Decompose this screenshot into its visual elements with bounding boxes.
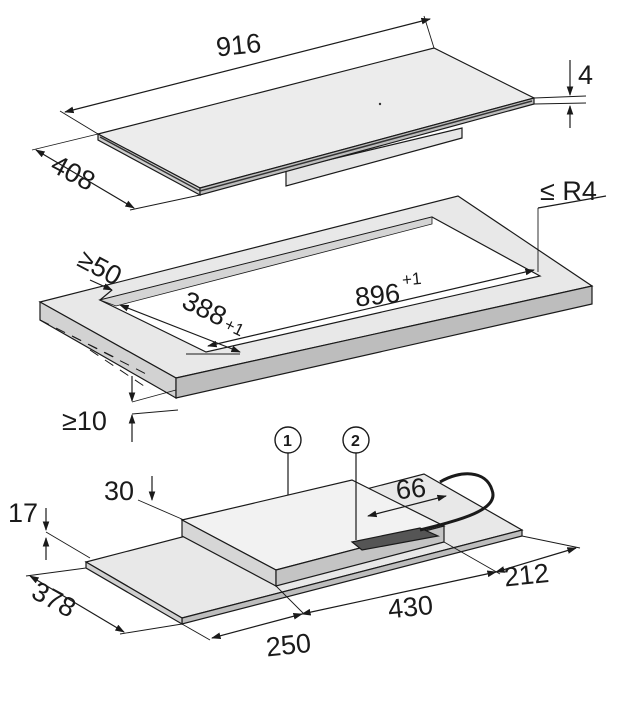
- dim-housing-height: 30: [104, 476, 134, 506]
- dim-front-offset: 250: [264, 628, 312, 663]
- callout-1: 1: [283, 433, 292, 450]
- dim-line-212: [495, 547, 577, 573]
- dim-line-250: [211, 612, 303, 640]
- dim-line-378: [29, 575, 125, 633]
- dim-cutout-length-tol: +1: [401, 269, 422, 290]
- underside-drawing: 1 2 30 17 66 378 250 430 212: [8, 426, 581, 663]
- dim-min-worktop: ≥10: [62, 406, 107, 436]
- hob-under-housing: [285, 127, 463, 187]
- connection-box: [350, 527, 441, 551]
- dim-housing-length: 430: [386, 590, 434, 625]
- dim-glass-thickness: 4: [578, 60, 593, 90]
- dim-cutout-length: 896: [353, 278, 401, 313]
- dim-corner-radius: ≤ R4: [540, 176, 597, 206]
- dim-hob-width: 916: [215, 28, 263, 63]
- cutout-wall-left: [98, 216, 433, 307]
- dim-line-430: [301, 570, 497, 616]
- dim-connection-offset: 66: [394, 472, 427, 505]
- dim-rear-offset: 212: [502, 558, 550, 593]
- power-cable: [419, 472, 495, 532]
- dim-line-916: [64, 17, 431, 114]
- dim-line-896: [207, 268, 535, 348]
- callout-2: 2: [351, 433, 360, 450]
- dim-line-408: [35, 149, 135, 209]
- dim-underside-depth: 378: [27, 576, 81, 624]
- dim-line-388: [119, 304, 241, 353]
- dim-total-height: 17: [8, 498, 38, 528]
- worktop-drawing: ≥50 ≤ R4 896 +1 388 +1 ≥10: [38, 176, 607, 442]
- dim-hob-depth: 408: [46, 149, 100, 197]
- hob-drawing: 916 408 4: [31, 15, 593, 211]
